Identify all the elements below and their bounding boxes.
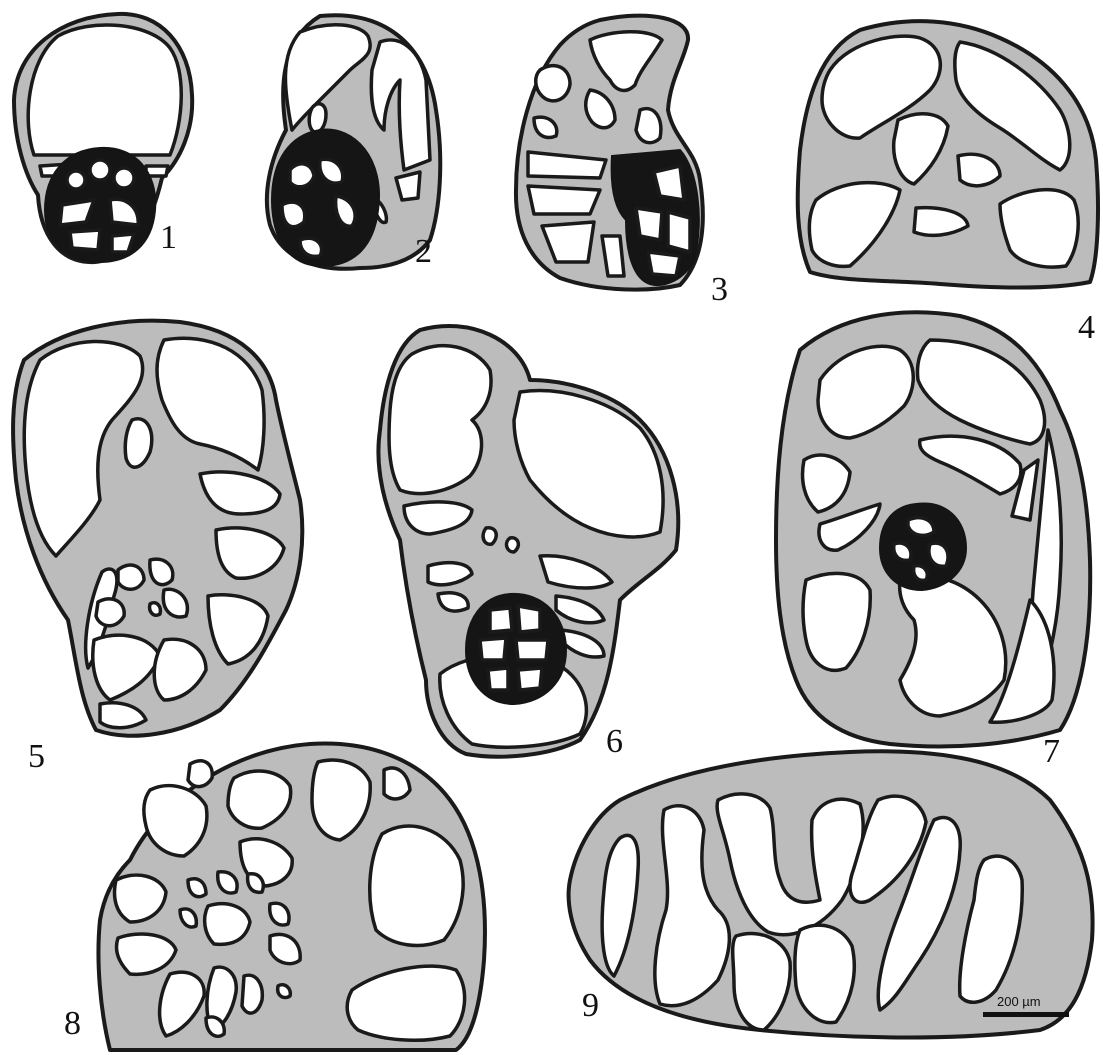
chamber: [28, 25, 181, 155]
chamber: [206, 1017, 224, 1036]
specimen-6: [378, 326, 678, 757]
chamber: [218, 872, 237, 893]
chamber: [242, 975, 262, 1013]
chamber: [438, 593, 468, 611]
specimen-3: [516, 16, 703, 290]
chamber: [536, 66, 570, 101]
figure-label-3: 3: [711, 271, 728, 308]
specimen-8: [98, 743, 484, 1050]
chamber: [278, 985, 291, 998]
specimen-4: [798, 21, 1098, 287]
chamber: [795, 925, 854, 1022]
figure-label-7: 7: [1043, 733, 1060, 770]
chamber: [150, 603, 161, 616]
chamber: [528, 186, 600, 214]
chamber: [483, 528, 496, 545]
chamber: [188, 761, 212, 787]
chamber: [248, 874, 264, 893]
chamber: [309, 104, 326, 133]
scale-bar-label: 200 µm: [997, 994, 1041, 1009]
chamber: [96, 599, 124, 626]
figure-label-5: 5: [28, 738, 45, 775]
figure-label-9: 9: [582, 987, 599, 1024]
chamber: [118, 565, 144, 589]
chamber: [150, 559, 173, 585]
chamber: [507, 538, 519, 552]
proloculus: [272, 130, 379, 266]
chamber: [188, 879, 206, 897]
specimen-5: [13, 321, 302, 736]
chamber: [205, 904, 250, 945]
figure-label-2: 2: [415, 233, 432, 270]
specimen-2: [267, 15, 440, 268]
figure-label-8: 8: [64, 1005, 81, 1042]
chamber: [370, 826, 463, 945]
scale-bar-line: [983, 1012, 1069, 1017]
chamber: [270, 903, 289, 925]
figure-label-6: 6: [606, 723, 623, 760]
figure-label-4: 4: [1078, 309, 1095, 346]
chamber: [636, 109, 661, 143]
figure-label-1: 1: [160, 219, 177, 256]
chamber: [396, 172, 420, 200]
specimen-7: [776, 312, 1090, 746]
